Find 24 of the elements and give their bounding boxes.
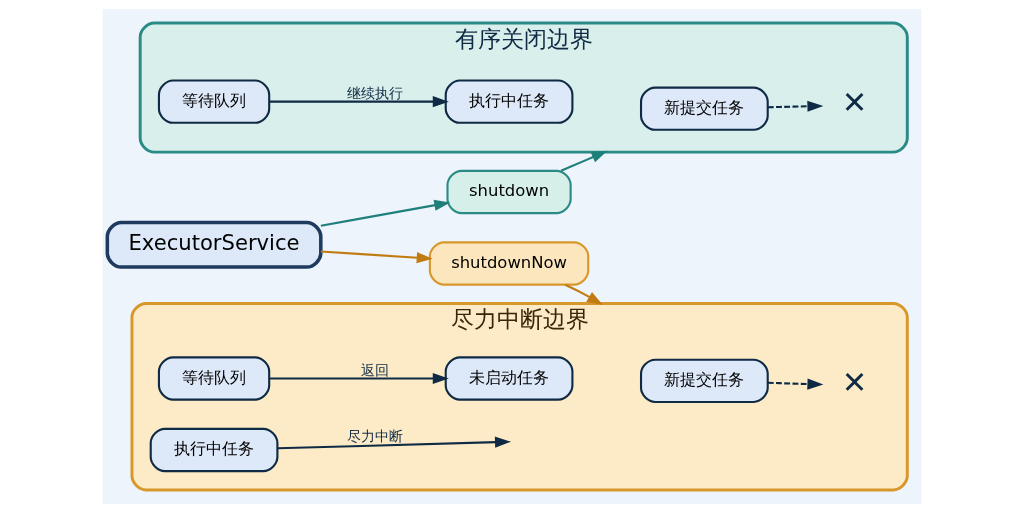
arrow xyxy=(269,372,449,384)
node-box: 等待队列 xyxy=(157,79,271,124)
node-box: 等待队列 xyxy=(157,355,271,401)
node-box: 执行中任务 xyxy=(444,79,574,124)
node-box: 新提交任务 xyxy=(639,86,769,131)
arrow xyxy=(564,283,603,305)
arrow xyxy=(320,199,451,227)
node-box: shutdownNow xyxy=(428,240,590,286)
node-box: 新提交任务 xyxy=(639,358,769,403)
arrow xyxy=(277,436,511,449)
node-box: 执行中任务 xyxy=(149,427,279,472)
arrow xyxy=(320,250,433,263)
arrow xyxy=(767,100,824,112)
node-box: ExecutorService xyxy=(105,220,323,269)
edge-label: 尽力中断 xyxy=(347,427,404,444)
node-box: 未启动任务 xyxy=(444,355,574,401)
node-box: shutdown xyxy=(446,169,572,214)
edge-label: 继续执行 xyxy=(347,84,404,101)
arrow xyxy=(269,95,449,107)
arrow xyxy=(767,378,824,390)
node-text: ✕ xyxy=(841,364,868,400)
arrow xyxy=(560,150,608,172)
edge-label: 返回 xyxy=(361,361,390,377)
node-text: ✕ xyxy=(841,84,868,120)
